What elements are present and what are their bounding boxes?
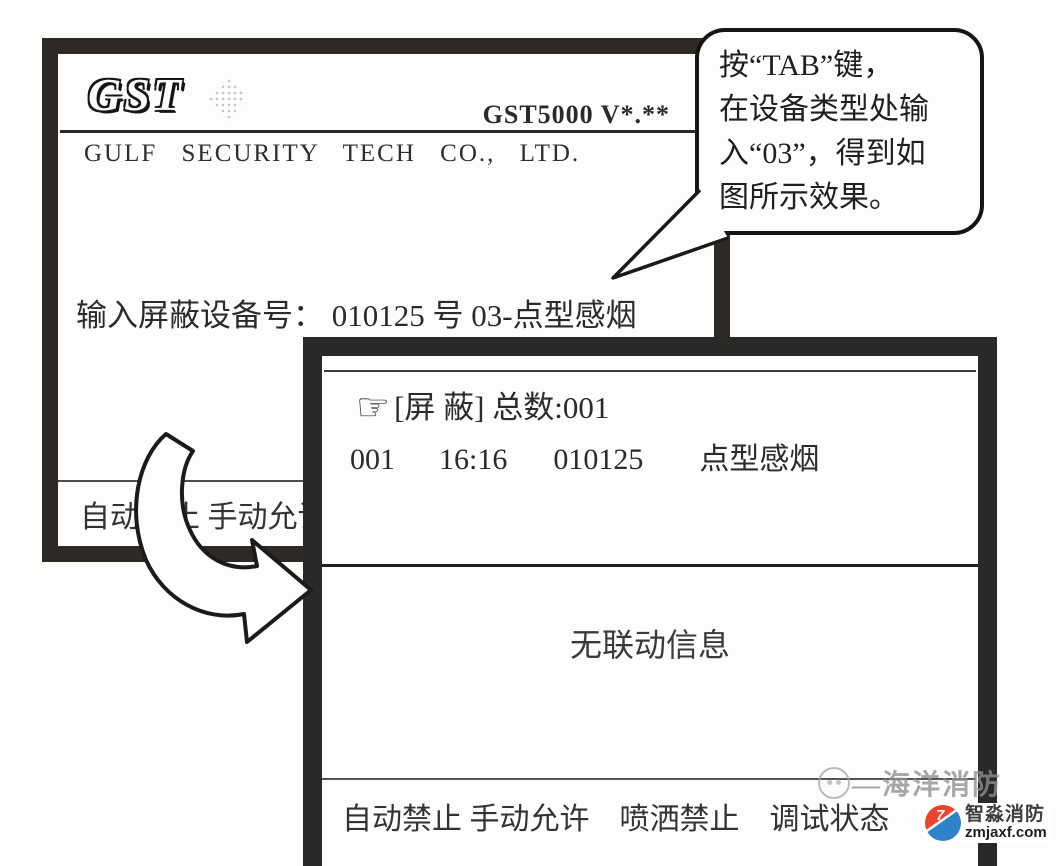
zhimiao-seven-glyph: 7 <box>936 807 945 824</box>
callout-line-2: 在设备类型处输 <box>719 93 929 126</box>
screen2-status-bar: 自动禁止 手动允许 喷洒禁止 调试状态 <box>342 803 890 836</box>
watermark-text: —海洋消防 <box>852 770 1003 801</box>
shield-input-prompt: 输入屏蔽设备号： 010125 号 03-点型感烟 <box>76 298 637 333</box>
shield-record-row: 001 16:16 010125 点型感烟 <box>350 434 819 478</box>
callout-line-3: 入“03”，得到如 <box>719 137 926 170</box>
zhimiao-logo: 7 智淼消防 zmjaxf.com <box>923 803 1051 843</box>
zhimiao-name: 智淼消防 <box>965 804 1046 826</box>
no-linkage-message: 无联动信息 <box>569 627 730 663</box>
company-name: GULF SECURITY TECH CO., LTD. <box>84 140 581 167</box>
record-index: 001 <box>350 443 395 476</box>
zhimiao-site: zmjaxf.com <box>965 824 1047 842</box>
model-version-text: GST5000 V*.** <box>482 100 670 129</box>
callout-tail <box>611 188 729 280</box>
record-device-type: 点型感烟 <box>699 443 820 476</box>
screen2-top-line <box>324 370 976 372</box>
callout-line-4: 图所示效果。 <box>719 181 899 214</box>
zhimiao-circle-icon: 7 <box>925 805 961 841</box>
callout-bubble: 按“TAB”键， 在设备类型处输 入“03”，得到如 图所示效果。 <box>695 28 984 235</box>
curved-arrow <box>134 432 313 644</box>
screen2-status-divider <box>322 778 976 780</box>
gst-logo: GST <box>88 69 184 120</box>
zhimiao-text-block: 智淼消防 zmjaxf.com <box>965 805 1047 841</box>
callout-line-1: 按“TAB”键， <box>719 49 894 82</box>
record-device-number: 010125 <box>553 443 644 476</box>
gst-logo-speckle-icon <box>208 78 246 122</box>
shield-list-title-row: ☞[屏 蔽] 总数:001 <box>356 382 610 429</box>
pointer-hand-icon: ☞ <box>356 387 391 429</box>
panel-screen-2: ☞[屏 蔽] 总数:001 001 16:16 010125 点型感烟 无联动信息 自… <box>303 337 997 866</box>
shield-list-title: [屏 蔽] 总数:001 <box>394 390 610 425</box>
watermark-face-icon <box>818 767 850 799</box>
record-time: 16:16 <box>439 443 508 476</box>
haiyang-watermark: —海洋消防 <box>818 763 1002 803</box>
linkage-section-divider <box>322 564 978 567</box>
header-divider-line <box>60 130 714 133</box>
